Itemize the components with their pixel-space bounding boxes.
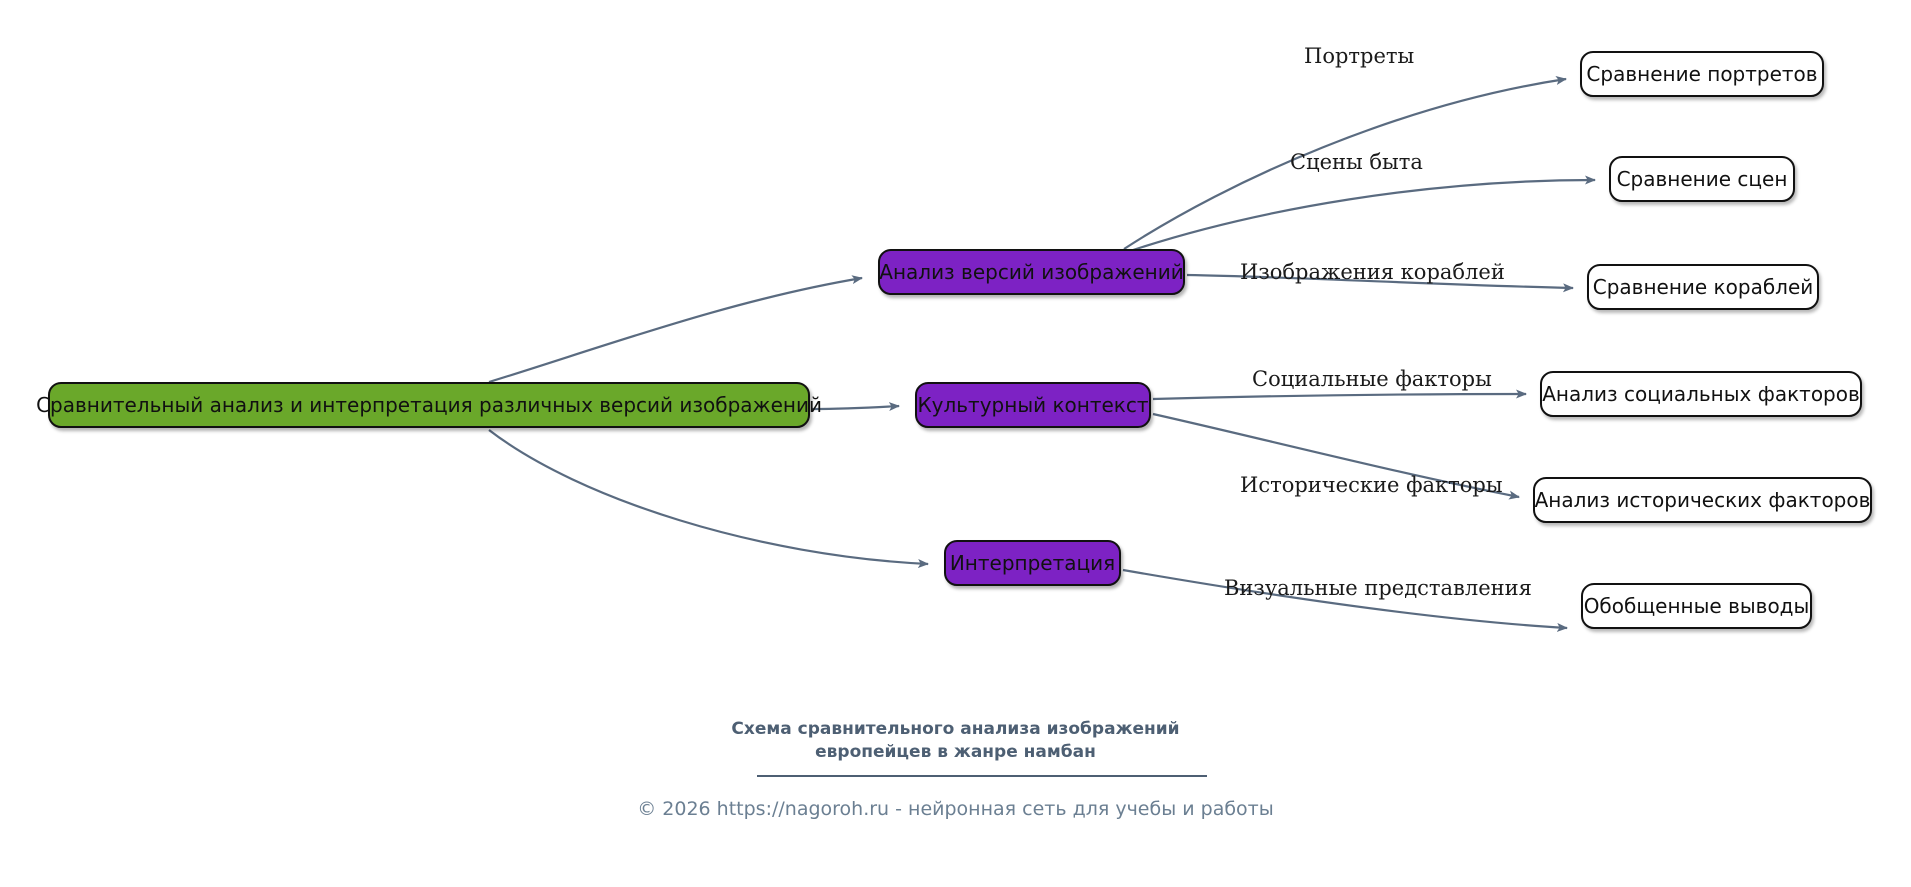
edge-label-social-factors: Социальные факторы [1252, 367, 1492, 391]
node-branch-interpretation[interactable]: Интерпретация [944, 540, 1121, 586]
edge-label-portraits: Портреты [1304, 44, 1415, 68]
edge-versions-to-scenes [1129, 175, 1596, 253]
node-leaf-social-factors[interactable]: Анализ социальных факторов [1540, 371, 1862, 417]
node-leaf-conclusions[interactable]: Обобщенные выводы [1581, 583, 1812, 629]
edge-root-to-culture [811, 402, 900, 412]
node-branch-culture-label: Культурный контекст [917, 393, 1149, 417]
node-leaf-scenes-label: Сравнение сцен [1616, 167, 1788, 191]
edge-culture-to-social [1152, 389, 1527, 401]
node-leaf-historical-factors-label: Анализ исторических факторов [1534, 488, 1871, 512]
node-leaf-ships-label: Сравнение кораблей [1592, 275, 1814, 299]
node-leaf-conclusions-label: Обобщенные выводы [1583, 594, 1810, 618]
edge-label-daily-scenes: Сцены быта [1290, 150, 1423, 174]
node-leaf-social-factors-label: Анализ социальных факторов [1542, 382, 1860, 406]
edge-root-to-interpretation [488, 429, 929, 569]
node-leaf-ships[interactable]: Сравнение кораблей [1587, 264, 1819, 310]
footer-title-line2: европейцев в жанре намбан [815, 741, 1096, 762]
node-root[interactable]: Сравнительный анализ и интерпретация раз… [36, 382, 822, 428]
footer-copyright: © 2026 https://nagoroh.ru - нейронная се… [637, 798, 1274, 820]
node-leaf-historical-factors[interactable]: Анализ исторических факторов [1533, 477, 1872, 523]
edge-root-to-versions [488, 275, 863, 384]
node-branch-versions[interactable]: Анализ версий изображений [878, 249, 1185, 295]
footer-title: Схема сравнительного анализа изображений… [0, 718, 1911, 764]
node-leaf-scenes[interactable]: Сравнение сцен [1609, 156, 1795, 202]
node-branch-interpretation-label: Интерпретация [949, 551, 1116, 575]
edge-label-historical-factors: Исторические факторы [1240, 473, 1503, 497]
node-branch-culture[interactable]: Культурный контекст [915, 382, 1151, 428]
footer-title-line1: Схема сравнительного анализа изображений [731, 719, 1180, 739]
node-leaf-portraits-label: Сравнение портретов [1586, 62, 1818, 86]
node-leaf-portraits[interactable]: Сравнение портретов [1580, 51, 1824, 97]
footer-divider [757, 775, 1207, 777]
edge-label-visual-representations: Визуальные представления [1224, 576, 1532, 600]
edge-label-ship-images: Изображения кораблей [1240, 260, 1505, 284]
node-branch-versions-label: Анализ версий изображений [879, 260, 1184, 284]
node-root-label: Сравнительный анализ и интерпретация раз… [36, 393, 822, 417]
